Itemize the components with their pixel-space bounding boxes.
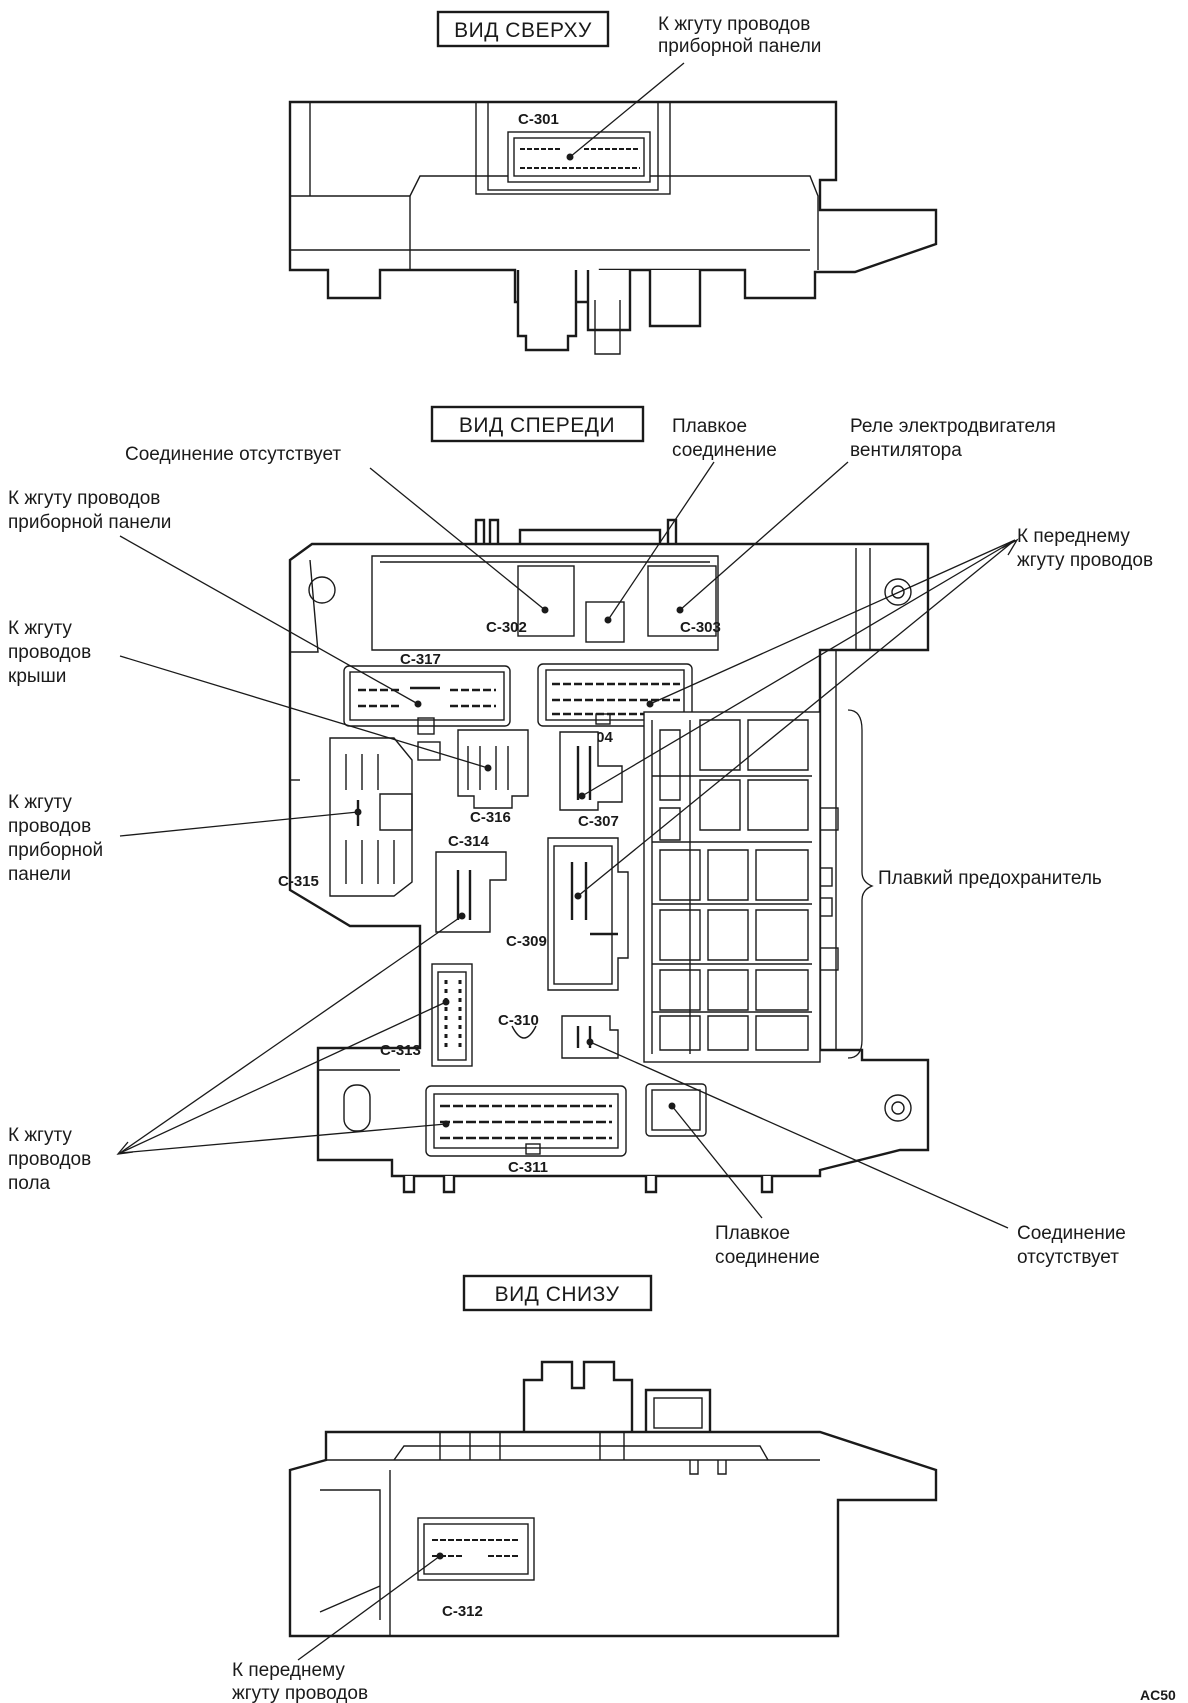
bottom-view-title-box — [462, 1274, 653, 1312]
front-view-title: ВИД СПЕРЕДИ — [459, 414, 615, 437]
c317-label: C-317 — [400, 651, 441, 668]
c302-relay — [517, 565, 575, 637]
bottom-view: ВИД СНИЗУ C-312 К переднему жгуту провод… — [232, 1274, 938, 1703]
bottom-harness-label-2: жгуту проводов — [232, 1683, 368, 1703]
roof-harness-label-3: крыши — [8, 666, 66, 687]
ip-harness-2-label-3: приборной — [8, 840, 103, 861]
c315-label: C-315 — [278, 873, 319, 890]
ip-harness-1-label-1: К жгуту проводов — [8, 488, 160, 509]
figure-code: AC50 — [1140, 1687, 1176, 1703]
top-view: ВИД СВЕРХУ К жгуту проводов приборной па… — [288, 10, 938, 355]
top-view-title-box — [436, 10, 610, 48]
c301-connector — [507, 131, 651, 183]
c303-label: C-303 — [680, 619, 721, 636]
c317-connector — [343, 665, 511, 727]
fuse-grid — [651, 719, 812, 1054]
front-view-title-box — [430, 405, 645, 443]
c313-label: C-313 — [380, 1042, 421, 1059]
blower-relay-label-1: Реле электродвигателя — [850, 416, 1056, 437]
ip-harness-1-label-2: приборной панели — [8, 512, 171, 533]
top-harness-label-1: К жгуту проводов — [658, 14, 810, 35]
c309-connector — [547, 837, 629, 991]
floor-harness-label-1: К жгуту — [8, 1125, 72, 1146]
c309-label: C-309 — [506, 933, 547, 950]
top-harness-leader — [569, 62, 685, 158]
c311-label: C-311 — [508, 1159, 548, 1176]
c316-connector — [457, 729, 529, 809]
bottom-view-housing — [288, 1430, 938, 1638]
bottom-harness-leader — [297, 1555, 441, 1661]
c315-connector — [329, 737, 413, 897]
ip-harness-2-label-1: К жгуту — [8, 792, 72, 813]
front-harness-label-2: жгуту проводов — [1017, 550, 1153, 571]
fusible-link-top-label-2: соединение — [672, 440, 777, 461]
roof-harness-label-1: К жгуту — [8, 618, 72, 639]
bottom-harness-label-1: К переднему — [232, 1660, 345, 1681]
c312-label: C-312 — [442, 1603, 483, 1620]
fusible-link-bottom-label-1: Плавкое — [715, 1223, 790, 1244]
fuse-label: Плавкий предохранитель — [878, 868, 1102, 889]
ip-harness-2-label-2: проводов — [8, 816, 91, 837]
top-view-housing — [288, 100, 938, 304]
c307-label: C-307 — [578, 813, 619, 830]
fusible-link-top — [585, 601, 625, 643]
fusible-link-bottom-label-2: соединение — [715, 1247, 820, 1268]
c302-label: C-302 — [486, 619, 527, 636]
floor-harness-label-2: проводов — [8, 1149, 91, 1170]
front-view-leaders — [116, 461, 1019, 1229]
c304-connector — [537, 663, 693, 727]
top-view-title: ВИД СВЕРХУ — [454, 19, 592, 42]
c303-relay — [647, 565, 717, 637]
c316-label: C-316 — [470, 809, 511, 826]
floor-harness-label-3: пола — [8, 1173, 51, 1194]
front-harness-label-1: К переднему — [1017, 526, 1130, 547]
c310-label: C-310 — [498, 1012, 539, 1029]
fusible-link-top-label-1: Плавкое — [672, 416, 747, 437]
ip-harness-2-label-4: панели — [8, 864, 71, 885]
fuse-bracket — [847, 709, 874, 1059]
bottom-view-title: ВИД СНИЗУ — [495, 1283, 620, 1306]
c312-connector — [417, 1517, 535, 1581]
top-harness-label-2: приборной панели — [658, 36, 821, 57]
roof-harness-label-2: проводов — [8, 642, 91, 663]
front-view: ВИД СПЕРЕДИ Соединение отсутствует Плавк… — [8, 405, 1153, 1268]
no-connection-bottom-label-1: Соединение — [1017, 1223, 1126, 1244]
c301-label: C-301 — [518, 111, 559, 128]
blower-relay-label-2: вентилятора — [850, 440, 962, 461]
no-connection-top-label: Соединение отсутствует — [125, 444, 341, 465]
c314-label: C-314 — [448, 833, 490, 850]
no-connection-bottom-label-2: отсутствует — [1017, 1247, 1119, 1268]
